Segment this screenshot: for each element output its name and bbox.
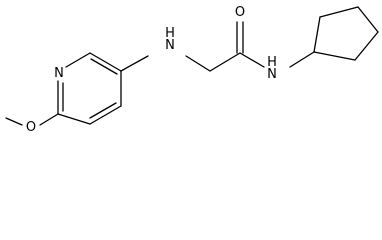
ring-double-bond-c-c-bottom [89,102,117,119]
carbonyl-oxygen-label: O [235,5,245,20]
cyclopentane-bond-5 [313,51,356,61]
ring-bond-c-c-bottom-right [89,105,122,125]
carbonyl-to-amide-nh-bond [239,52,265,68]
ring-bond-c-c-bottom-left [57,113,91,125]
cyclopentane-ring [313,6,379,61]
pyridine-ring: N [54,52,122,125]
methoxy-oxygen-label: O [26,120,36,135]
ring-bond-n-c [65,52,91,68]
amide-nh-to-cyclopentyl-bond [289,51,315,68]
ch2-to-carbonyl-bond [209,52,241,72]
cyclopentane-bond-1 [313,16,321,53]
ring-bond-c-c-top [89,52,122,72]
methoxy-group: O [5,113,59,135]
carbonyl-group: O [235,5,245,54]
cyclopentane-bond-4 [354,31,379,61]
ring-to-nh-bond [120,55,149,72]
o-ring-carbon-bond [39,113,59,126]
ring-double-bond-c-c-top [90,58,118,75]
cyclopentane-bond-2 [319,6,359,18]
nh-to-ch2-bond [185,55,211,72]
cyclopentane-bond-3 [357,6,379,33]
methyl-o-bond [5,117,23,126]
ring-nitrogen-label: N [54,66,64,81]
